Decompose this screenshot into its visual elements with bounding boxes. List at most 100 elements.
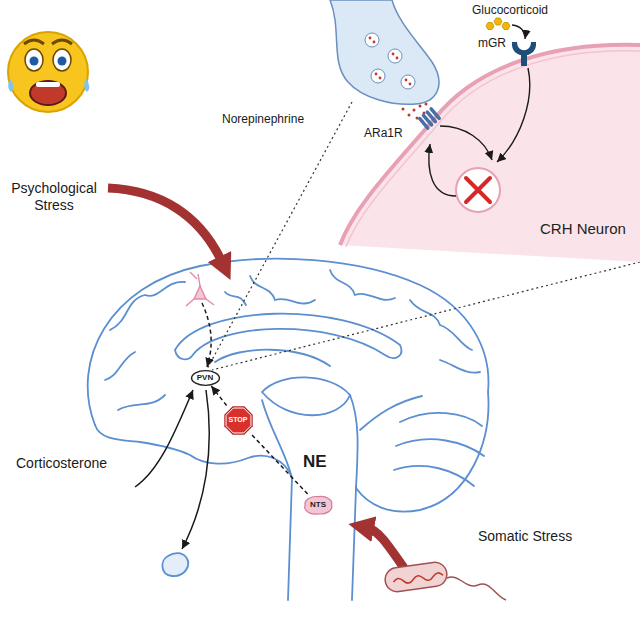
- text-label: Psychological Stress: [0, 180, 108, 214]
- scared-emoji: [58, 57, 67, 66]
- cortical-neuron: [194, 286, 206, 299]
- glucocorticoid-molecule: [502, 23, 510, 30]
- axon-terminal: [396, 57, 399, 60]
- cortical-neuron: [186, 272, 214, 306]
- stop-sign: STOP: [224, 406, 253, 435]
- axon-terminal: [408, 114, 411, 117]
- scared-emoji: [25, 49, 43, 71]
- scared-emoji: [8, 32, 89, 112]
- brain-outline: [396, 439, 484, 456]
- scared-emoji: [8, 78, 13, 92]
- scared-emoji: [8, 32, 88, 112]
- axon-terminal: [369, 37, 372, 40]
- crh-neuron-cell: [521, 54, 527, 66]
- inset-line: [207, 102, 352, 369]
- scared-emoji: [24, 40, 44, 44]
- brain-outline: [88, 259, 489, 600]
- scared-emoji: [52, 40, 72, 44]
- release-arrow: [182, 390, 209, 549]
- axon-terminal: [425, 103, 428, 106]
- glucocorticoid-molecule: [494, 18, 502, 25]
- crh-neuron-cell: [456, 168, 500, 212]
- text-label: Glucocorticoid: [472, 3, 548, 17]
- crh-neuron-cell: [466, 178, 490, 202]
- axon-terminal: [369, 37, 428, 120]
- neuron-cell: CRH Neuron: [300, 40, 640, 265]
- brain-outline: [400, 413, 482, 426]
- brain-outline: [360, 396, 422, 430]
- brain-outline: [118, 395, 165, 410]
- text-label: Somatic Stress: [478, 528, 572, 545]
- crh-neuron-cell: [429, 144, 456, 196]
- brain-outline: [215, 350, 330, 366]
- glucocorticoid-molecule: [486, 23, 494, 30]
- stress-arrow: [108, 188, 222, 262]
- axon-terminal: [419, 105, 422, 108]
- brain-outline: [410, 300, 472, 350]
- scared-emoji: [30, 57, 39, 66]
- axon-terminal: [392, 53, 395, 56]
- dashed-arrow: [252, 435, 308, 495]
- stop-sign: [224, 406, 252, 434]
- axon-terminal: [330, 0, 439, 104]
- brain-outline: [350, 395, 358, 488]
- crh-neuron-cell: [340, 45, 640, 245]
- nucleus-blob: NTS: [302, 494, 334, 516]
- crh-neuron-cell: [429, 106, 442, 121]
- cortical-neuron: [186, 272, 214, 306]
- axon-terminal: [402, 108, 405, 111]
- crh-neuron-cell: [512, 42, 536, 56]
- dashed-arrow: [202, 303, 211, 367]
- stop-sign: [226, 408, 251, 433]
- binding-arrow: [512, 25, 525, 39]
- brain-outline: [440, 360, 480, 373]
- text-label: Norepinephrine: [222, 112, 304, 126]
- text-label: ARa1R: [364, 126, 403, 140]
- brain-outline: [105, 352, 135, 380]
- axon-terminal: [371, 69, 385, 83]
- brain-outline: [394, 466, 474, 486]
- axon-terminal: [365, 33, 379, 47]
- crh-neuron-cell: [346, 51, 640, 247]
- crh-neuron-cell: [440, 126, 492, 160]
- axon-terminal: [375, 73, 378, 76]
- brain-outline: [225, 292, 246, 305]
- node-text: CRH Neuron: [540, 220, 626, 237]
- crh-neuron-cell: [497, 68, 530, 162]
- brain-outline: [250, 276, 315, 304]
- brain-outline: [330, 270, 395, 300]
- text-label: NE: [303, 452, 327, 472]
- node-text: PVN: [197, 373, 213, 382]
- brain-outline: [262, 400, 292, 478]
- axon-terminal: [388, 49, 402, 63]
- text-label: Corticosterone: [16, 455, 107, 472]
- scared-emoji: [53, 49, 71, 71]
- axon-terminal: [373, 41, 376, 44]
- axon-terminal: [413, 109, 416, 112]
- nucleus-blob: [305, 496, 332, 514]
- axon-terminal: [401, 75, 415, 89]
- stress-arrow: [368, 528, 404, 568]
- brain-outline: [162, 553, 188, 576]
- brain-outline: [88, 259, 489, 600]
- bacterium: [384, 561, 449, 593]
- nucleus-oval: [191, 371, 219, 386]
- bacterium: [447, 577, 506, 600]
- brain-outline: [262, 377, 350, 415]
- glucocorticoid-molecule: [486, 18, 510, 30]
- bacterium: [384, 561, 506, 600]
- nucleus-oval: PVN: [191, 370, 220, 386]
- bacterium: [393, 572, 443, 585]
- crh-neuron-cell: [417, 106, 441, 130]
- axon-terminal: [379, 77, 382, 80]
- scared-emoji: [36, 82, 60, 87]
- dashed-arrow: [211, 386, 226, 406]
- feedback-arrow: [135, 390, 193, 487]
- brain-outline: [110, 282, 185, 330]
- axon-terminal: [330, 0, 439, 120]
- text-label: mGR: [478, 36, 506, 50]
- scared-emoji: [84, 78, 89, 92]
- axon-terminal: [405, 79, 408, 82]
- brain-outline: [95, 425, 292, 600]
